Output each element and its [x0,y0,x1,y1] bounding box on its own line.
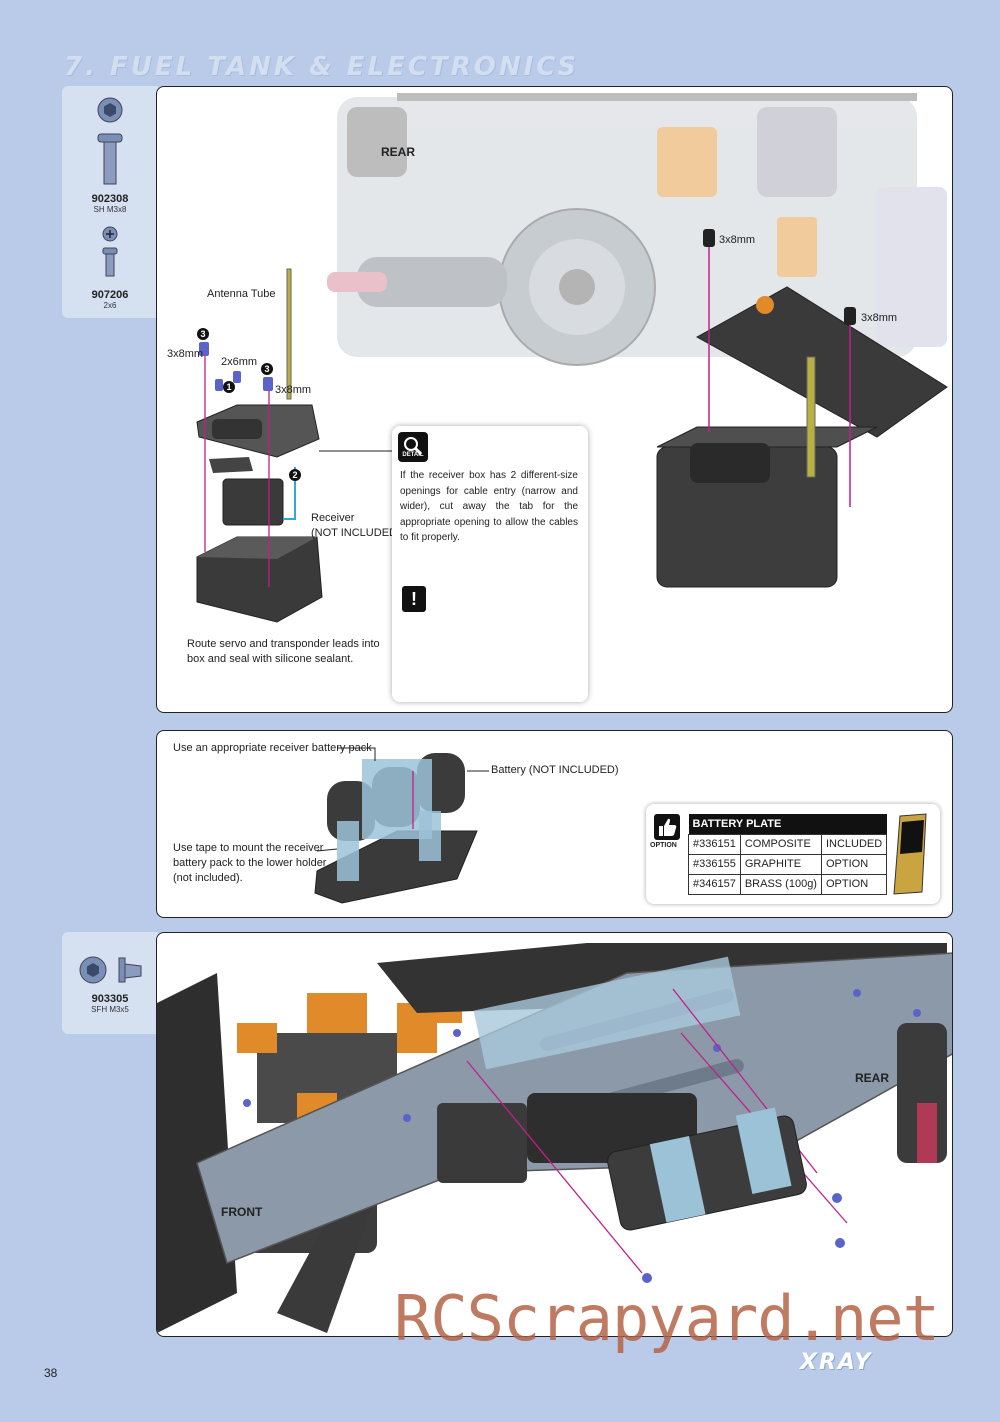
part-spec: SFH M3x5 [91,1005,129,1014]
battery-plate-image [893,813,927,895]
part-number-cell: #336155 [688,853,741,875]
rear-label: REAR [381,145,416,159]
panel-battery-install: REAR FRONT [156,932,953,1337]
step-2-marker: 2 [289,469,301,481]
screw-label-2x6: 2x6mm [221,356,258,368]
use-battery-label: Use an appropriate receiver battery pack [173,742,372,754]
material-cell: GRAPHITE [739,853,822,875]
panel-receiver-box: REAR Antenna Tube 3x8mm 3 2x6mm 1 3 3x8m… [156,86,953,713]
part-number-cell: #336151 [688,833,741,855]
step-3-marker: 3 [261,363,273,375]
thumbs-up-icon [654,814,680,840]
route-leads-note: Route servo and transponder leads into b… [187,637,380,667]
route-note-line1: Route servo and transponder leads into [187,638,380,650]
receiver-label-line2: (NOT INCLUDED) [311,526,401,539]
screw-label-3x8-mid: 3x8mm [275,384,312,396]
receiver-label: Receiver (NOT INCLUDED) [311,511,401,541]
part-code: 903305 [91,993,129,1005]
detail-text: If the receiver box has 2 different-size… [400,470,578,543]
table-row: #336155 GRAPHITE OPTION [688,853,888,875]
tape-note-line2: battery pack to the lower holder [173,856,327,869]
table-row: #346157 BRASS (100g) OPTION [688,873,888,895]
brand-logo: XRAY [800,1350,873,1375]
antenna-tube-label: Antenna Tube [207,288,276,300]
detail-callout: DETAIL If the receiver box has 2 differe… [392,426,588,702]
warning-icon: ! [402,586,426,612]
part-spec: 2x6 [103,301,117,310]
table-row: #336151 COMPOSITE INCLUDED [688,833,888,855]
panel-battery: Use an appropriate receiver battery pack… [156,730,953,918]
screw-902308-icon [97,97,123,185]
screw-label-3x8-right-b: 3x8mm [861,312,898,324]
tape-note-line1: Use tape to mount the receiver [173,842,324,854]
screw-907206-icon [102,226,118,277]
detail-label: DETAIL [402,452,424,458]
option-label: OPTION [650,842,677,849]
receiver-assembly-illustration [196,93,948,693]
chassis-underside-illustration [157,943,952,1333]
screw-903305-icon [79,956,142,984]
status-cell: INCLUDED [820,833,888,855]
detail-magnifier-icon [398,432,428,462]
screw-label-3x8-left: 3x8mm [167,348,204,360]
part-number-cell: #346157 [688,873,741,895]
rear-label: REAR [855,1071,890,1085]
tape-note: Use tape to mount the receiver battery p… [173,841,326,886]
table-header: BATTERY PLATE [688,814,887,834]
status-cell: OPTION [820,873,888,895]
material-cell: COMPOSITE [739,833,822,855]
part-code: 902308 [91,193,129,205]
parts-box-top: 902308 SH M3x8 907206 2x6 [62,86,158,318]
step-1-marker: 1 [223,381,235,393]
receiver-label-line1: Receiver [311,512,355,524]
screw-label-3x8-right-a: 3x8mm [719,234,756,246]
option-box: OPTION BATTERY PLATE #336151 COMPOSITE I… [646,804,940,904]
battery-label: Battery (NOT INCLUDED) [491,764,619,776]
route-note-line2: box and seal with silicone sealant. [187,652,354,665]
part-903305: 903305 SFH M3x5 [62,954,158,1014]
parts-box-bottom: 903305 SFH M3x5 [62,932,158,1034]
material-cell: BRASS (100g) [739,873,822,895]
part-spec: SH M3x8 [93,205,127,214]
battery-plate-table: BATTERY PLATE #336151 COMPOSITE INCLUDED… [688,814,888,895]
front-label: FRONT [221,1205,263,1219]
status-cell: OPTION [820,853,888,875]
part-code: 907206 [91,289,129,301]
part-907206: 907206 2x6 [62,224,158,310]
battery-illustration [314,747,489,904]
page-number: 38 [44,1366,58,1380]
step-3-marker: 3 [197,328,209,340]
tape-note-line3: (not included). [173,871,243,884]
part-902308: 902308 SH M3x8 [62,96,158,214]
page-title: 7. FUEL TANK & ELECTRONICS [64,52,580,82]
watermark: RCScrapyard.net [394,1282,940,1355]
